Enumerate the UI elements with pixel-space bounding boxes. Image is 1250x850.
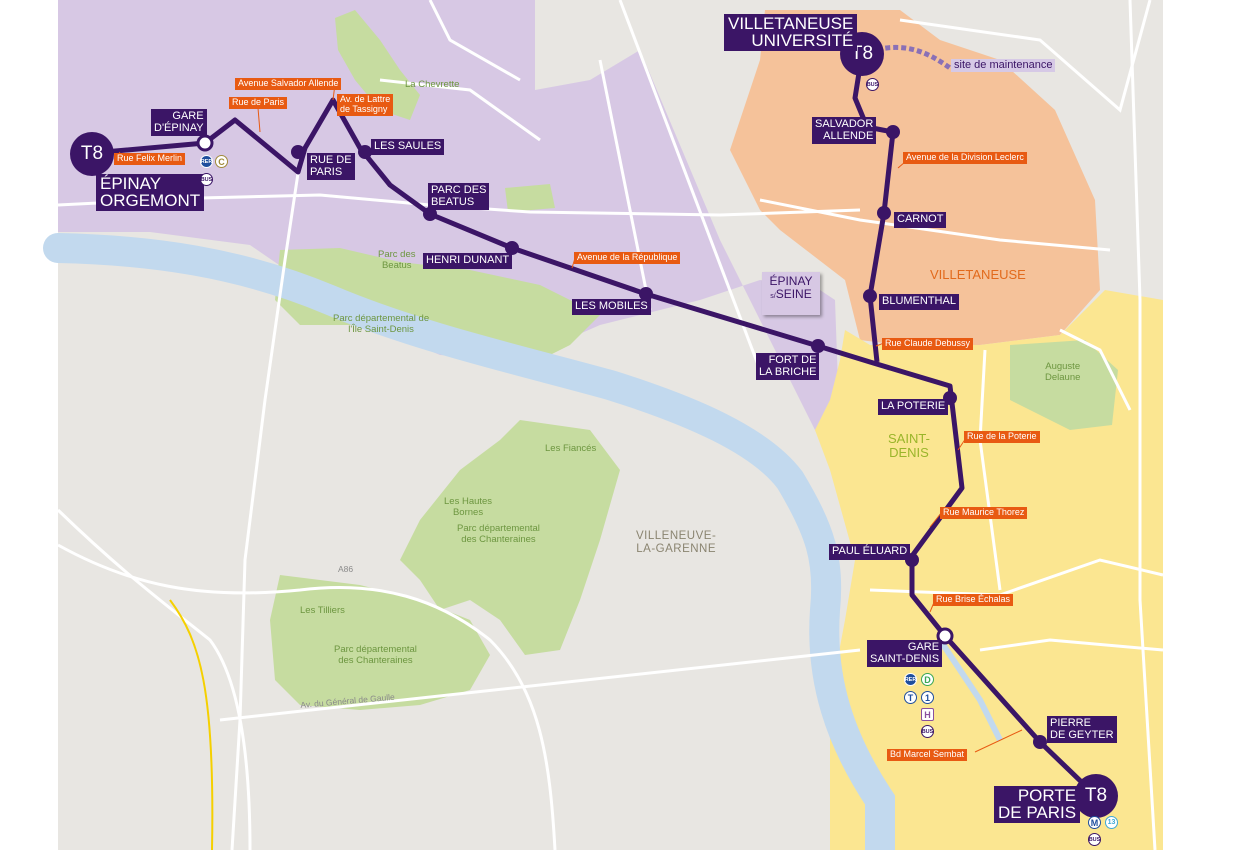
t8-line <box>101 97 1098 798</box>
station-gare-epinay: GARE D'ÉPINAY <box>151 109 207 137</box>
tram-1-icon: 1 <box>921 691 934 704</box>
canal <box>937 638 1003 742</box>
rer-icon: RER <box>904 673 917 686</box>
metro-13-icon: 13 <box>1105 816 1118 829</box>
station-paul-eluard: PAUL ÉLUARD <box>829 544 911 560</box>
town-saint-denis: SAINT- DENIS <box>888 431 930 461</box>
station-carnot: CARNOT <box>894 212 947 228</box>
street-brise-echalas: Rue Brise Échalas <box>933 594 1014 606</box>
town-epinay-sub: s/ <box>770 293 776 301</box>
metro-icon: M <box>1088 816 1101 829</box>
park-les-hautes-bornes: Les Hautes Bornes <box>444 496 493 518</box>
street-rue-de-la-poterie: Rue de la Poterie <box>964 431 1040 443</box>
rer-c-icon: C <box>215 155 228 168</box>
station-blumenthal: BLUMENTHAL <box>879 294 959 310</box>
gare-saint-denis-interchange-dot <box>936 627 954 645</box>
terminal-porte-de-paris: PORTE DE PARIS <box>994 786 1081 823</box>
road-a86: A86 <box>338 564 354 574</box>
park-auguste-delaune: Auguste Delaune <box>1045 361 1081 383</box>
parks <box>270 10 1118 710</box>
park-chanteraines-2: Parc départemental des Chanteraines <box>334 644 417 666</box>
street-maurice-thorez: Rue Maurice Thorez <box>940 507 1028 519</box>
villetaneuse-zone <box>730 10 1100 345</box>
rer-d-icon: D <box>921 673 934 686</box>
town-epinay-main: ÉPINAY <box>769 274 813 288</box>
street-division-leclerc: Avenue de la Division Leclerc <box>903 152 1027 164</box>
town-epinay-seine: SEINE <box>775 287 812 302</box>
street-claude-debussy: Rue Claude Debussy <box>882 338 974 350</box>
bus-icon: BUS <box>921 725 934 738</box>
town-villetaneuse: VILLETANEUSE <box>930 267 1026 282</box>
station-pierre-de-geyter: PIERRE DE GEYTER <box>1047 716 1117 744</box>
station-rue-de-paris: RUE DE PARIS <box>307 153 355 181</box>
town-epinay-sur-seine: ÉPINAY s/SEINE <box>762 272 820 315</box>
station-salvador-allende: SALVADOR ALLENDE <box>812 117 877 145</box>
street-rue-de-paris: Rue de Paris <box>229 97 288 109</box>
street-republique: Avenue de la République <box>574 252 681 264</box>
roads <box>56 0 1164 850</box>
station-la-poterie: LA POTERIE <box>878 399 949 415</box>
gare-epinay-interchange-dot <box>196 134 214 152</box>
street-salvador-allende: Avenue Salvador Allende <box>235 78 342 90</box>
station-dots <box>291 125 1047 749</box>
station-les-saules: LES SAULES <box>371 139 445 155</box>
park-parc-des-beatus: Parc des Beatus <box>378 249 416 271</box>
bus-icon: BUS <box>866 78 879 91</box>
saint-denis-zone <box>815 290 1163 850</box>
street-marcel-sembat: Bd Marcel Sembat <box>887 749 968 761</box>
park-les-tilliers: Les Tilliers <box>300 605 345 616</box>
terminal-epinay-orgemont: ÉPINAY ORGEMONT <box>96 174 205 211</box>
park-la-chevrette: La Chevrette <box>405 79 460 90</box>
station-les-mobiles: LES MOBILES <box>572 299 651 315</box>
station-henri-dunant: HENRI DUNANT <box>423 253 513 269</box>
station-parc-des-beatus: PARC DES BEATUS <box>428 183 490 211</box>
rer-line <box>169 599 214 850</box>
street-lattre-de-tassigny: Av. de Lattre de Tassigny <box>337 94 394 116</box>
bus-icon: BUS <box>1088 833 1101 846</box>
park-ile-saint-denis: Parc départemental de l'Île Saint-Denis <box>333 313 430 335</box>
street-felix-merlin: Rue Felix Merlin <box>114 153 186 165</box>
town-villeneuve-la-garenne: VILLENEUVE- LA-GARENNE <box>636 530 717 555</box>
t8-badge-porte: T8 <box>1074 774 1118 818</box>
maintenance-site-label: site de maintenance <box>951 59 1056 72</box>
rer-icon: RER <box>200 155 213 168</box>
bus-icon: BUS <box>200 173 213 186</box>
park-les-fiances: Les Fiancés <box>545 443 597 454</box>
terminal-villetaneuse-universite: VILLETANEUSE UNIVERSITÉ <box>724 14 858 51</box>
station-fort-de-la-briche: FORT DE LA BRICHE <box>756 353 820 381</box>
station-gare-saint-denis: GARE SAINT-DENIS <box>867 640 943 668</box>
tram-icon: T <box>904 691 917 704</box>
hospital-icon: H <box>921 708 934 721</box>
park-chanteraines-1: Parc départemental des Chanteraines <box>457 523 540 545</box>
t8-badge-epinay: T8 <box>70 132 114 176</box>
river-seine <box>43 233 895 850</box>
